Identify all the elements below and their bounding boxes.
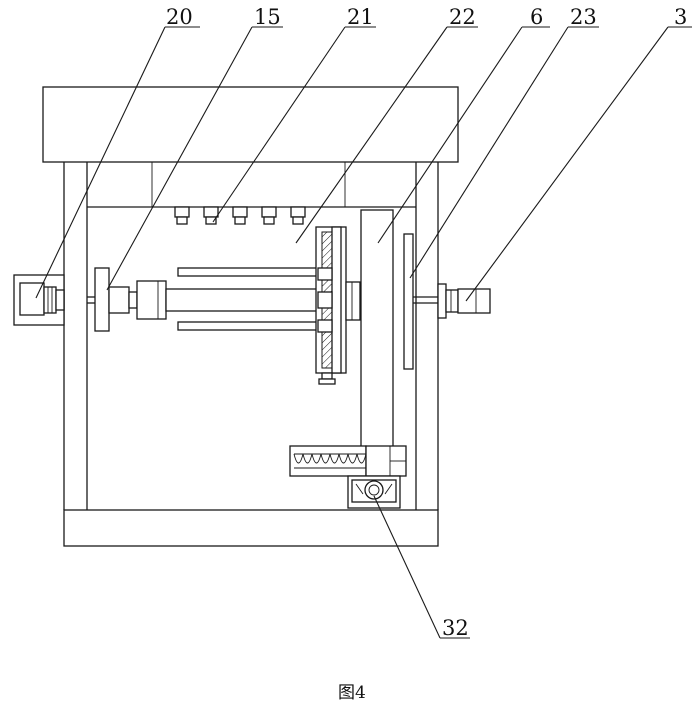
right-disc bbox=[403, 233, 438, 370]
label-15: 15 bbox=[254, 5, 281, 29]
top-housing bbox=[42, 86, 459, 163]
nozzle-5 bbox=[290, 206, 306, 225]
nozzle-row bbox=[174, 206, 306, 225]
guide-rods bbox=[165, 267, 319, 331]
label-6: 6 bbox=[530, 5, 543, 29]
nozzle-3 bbox=[232, 206, 248, 225]
figure-caption: 图4 bbox=[338, 683, 366, 703]
nozzle-2 bbox=[203, 206, 219, 225]
label-21: 21 bbox=[347, 5, 374, 29]
base-plate bbox=[63, 509, 439, 547]
frame bbox=[63, 162, 439, 510]
left-shaft-assembly bbox=[87, 267, 167, 332]
coupling bbox=[345, 281, 361, 321]
label-32: 32 bbox=[442, 616, 469, 640]
leader-lines bbox=[35, 26, 692, 639]
vertical-plate bbox=[315, 226, 347, 385]
nozzle-1 bbox=[174, 206, 190, 225]
screw-drive bbox=[289, 445, 407, 477]
label-3: 3 bbox=[674, 5, 687, 29]
label-23: 23 bbox=[570, 5, 597, 29]
nozzle-4 bbox=[261, 206, 277, 225]
bearing-block bbox=[347, 475, 401, 509]
left-motor bbox=[13, 274, 65, 326]
label-20: 20 bbox=[166, 5, 193, 29]
right-motor bbox=[437, 283, 491, 319]
label-22: 22 bbox=[449, 5, 476, 29]
